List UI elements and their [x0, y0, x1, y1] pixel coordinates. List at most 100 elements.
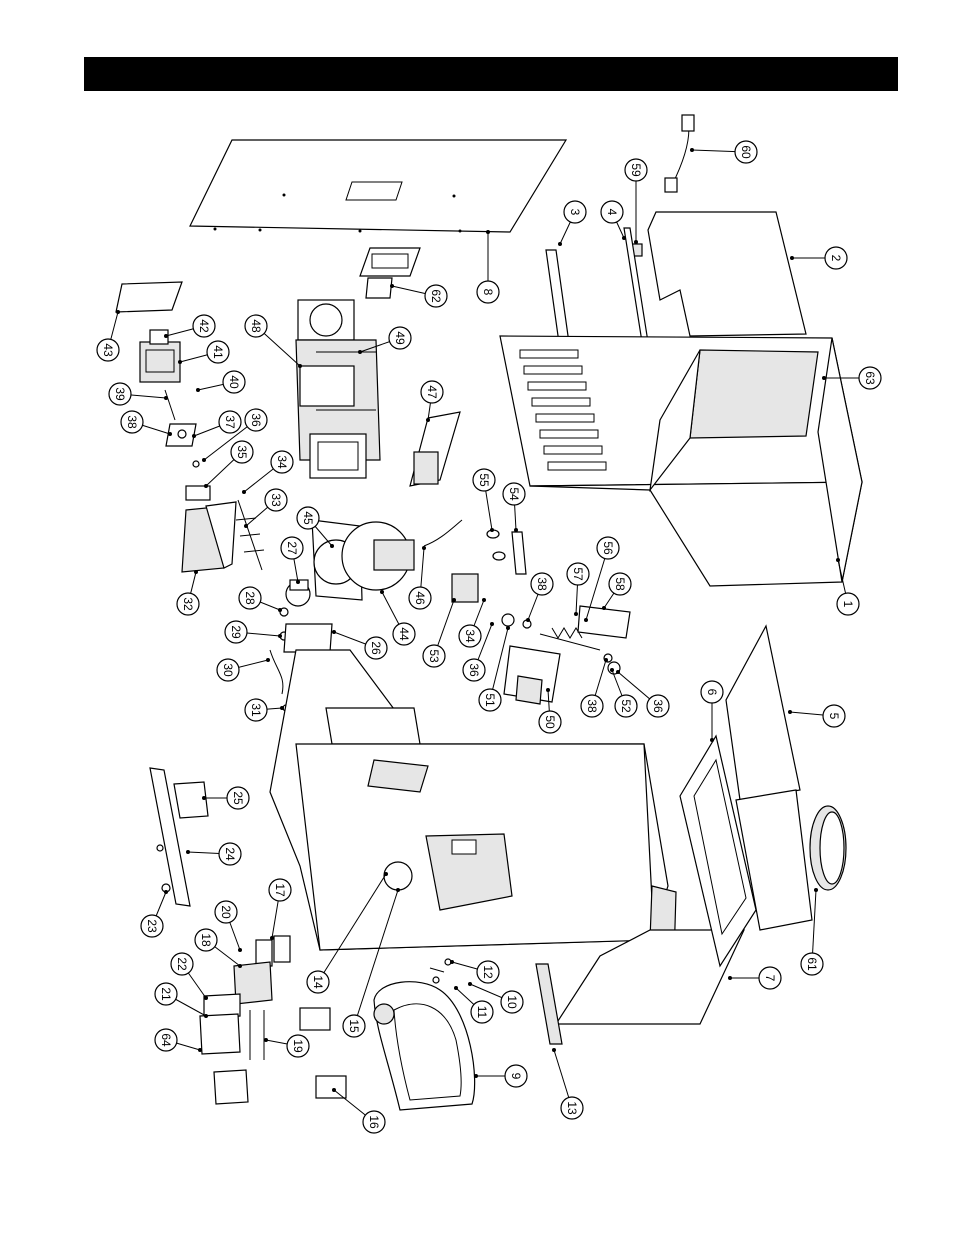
- callout-arrowhead: [278, 634, 282, 638]
- callout-label: 61: [805, 957, 819, 971]
- callout-arrowhead: [244, 524, 248, 528]
- callout-60: 60: [735, 141, 757, 163]
- callout-36: 36: [647, 695, 669, 717]
- callout-arrowhead: [204, 996, 208, 1000]
- callout-label: 32: [181, 597, 195, 611]
- callout-arrowhead: [202, 796, 206, 800]
- callout-label: 6: [705, 689, 719, 696]
- rail-left: [546, 250, 570, 350]
- callout-label: 25: [231, 791, 245, 805]
- callout-arrowhead: [298, 364, 302, 368]
- cover-plate: [116, 282, 182, 312]
- callout-label: 58: [613, 577, 627, 591]
- callout-arrowhead: [116, 310, 120, 314]
- callout-5: 5: [823, 705, 845, 727]
- front-door: [374, 982, 475, 1110]
- callout-51: 51: [479, 689, 501, 711]
- callout-17: 17: [269, 879, 291, 901]
- callout-label: 42: [197, 319, 211, 333]
- callout-arrowhead: [526, 618, 530, 622]
- callout-label: 12: [481, 965, 495, 979]
- callout-arrowhead: [690, 148, 694, 152]
- callout-label: 14: [311, 975, 325, 989]
- callout-label: 62: [429, 289, 443, 303]
- callout-label: 63: [863, 371, 877, 385]
- pad-b: [274, 936, 290, 962]
- callout-24: 24: [219, 843, 241, 865]
- callout-44: 44: [393, 623, 415, 645]
- callout-label: 59: [629, 163, 643, 177]
- callout-label: 33: [269, 493, 283, 507]
- callout-39: 39: [109, 383, 131, 405]
- callout-arrowhead: [552, 1048, 556, 1052]
- valve-bracket: [165, 390, 199, 467]
- callout-36: 36: [245, 409, 267, 431]
- callout-34: 34: [271, 451, 293, 473]
- callout-label: 60: [739, 145, 753, 159]
- callout-arrowhead: [332, 1088, 336, 1092]
- callout-42: 42: [193, 315, 215, 337]
- callout-arrowhead: [546, 688, 550, 692]
- callout-28: 28: [239, 587, 261, 609]
- callout-arrowhead: [168, 432, 172, 436]
- callout-label: 9: [509, 1073, 523, 1080]
- callout-arrowhead: [574, 612, 578, 616]
- callout-label: 4: [605, 209, 619, 216]
- callout-arrowhead: [196, 388, 200, 392]
- callout-label: 38: [125, 415, 139, 429]
- callout-arrowhead: [788, 710, 792, 714]
- callout-13: 13: [561, 1097, 583, 1119]
- callout-arrowhead: [296, 580, 300, 584]
- bracket: [512, 532, 526, 574]
- callout-label: 44: [397, 627, 411, 641]
- pad-c: [300, 1008, 330, 1030]
- callout-41: 41: [207, 341, 229, 363]
- callout-arrowhead: [178, 360, 182, 364]
- callout-arrowhead: [482, 598, 486, 602]
- callout-61: 61: [801, 953, 823, 975]
- hose: [270, 650, 283, 694]
- callout-label: 18: [199, 933, 213, 947]
- callout-label: 23: [145, 919, 159, 933]
- callout-label: 46: [413, 591, 427, 605]
- callout-arrowhead: [192, 434, 196, 438]
- callout-label: 34: [275, 455, 289, 469]
- callout-label: 39: [113, 387, 127, 401]
- callout-64: 64: [155, 1029, 177, 1051]
- main-cabinet: [500, 336, 862, 586]
- callout-arrowhead: [616, 670, 620, 674]
- callout-label: 41: [211, 345, 225, 359]
- callout-43: 43: [97, 339, 119, 361]
- callout-arrowhead: [506, 626, 510, 630]
- callout-4: 4: [601, 201, 623, 223]
- callout-label: 1: [841, 601, 855, 608]
- callout-arrowhead: [426, 418, 430, 422]
- callout-label: 17: [273, 883, 287, 897]
- clip: [430, 968, 444, 972]
- callout-26: 26: [365, 637, 387, 659]
- callout-label: 24: [223, 847, 237, 861]
- callout-label: 19: [291, 1039, 305, 1053]
- gasket-ring: [502, 614, 514, 626]
- callout-55: 55: [473, 469, 495, 491]
- callout-3: 3: [564, 201, 586, 223]
- callout-label: 64: [159, 1033, 173, 1047]
- callout-arrowhead: [558, 242, 562, 246]
- callout-label: 53: [427, 649, 441, 663]
- callout-arrowhead: [186, 850, 190, 854]
- pad-d: [316, 1076, 346, 1098]
- callout-62: 62: [425, 285, 447, 307]
- combustion-blower: [312, 520, 414, 600]
- callout-label: 56: [601, 541, 615, 555]
- callout-label: 43: [101, 343, 115, 357]
- callout-14: 14: [307, 971, 329, 993]
- callout-arrowhead: [422, 546, 426, 550]
- callout-7: 7: [759, 967, 781, 989]
- callout-label: 3: [568, 209, 582, 216]
- callout-arrowhead: [238, 964, 242, 968]
- side-panel: [648, 212, 806, 336]
- callout-label: 26: [369, 641, 383, 655]
- callout-arrowhead: [204, 1014, 208, 1018]
- manifold: [236, 500, 264, 570]
